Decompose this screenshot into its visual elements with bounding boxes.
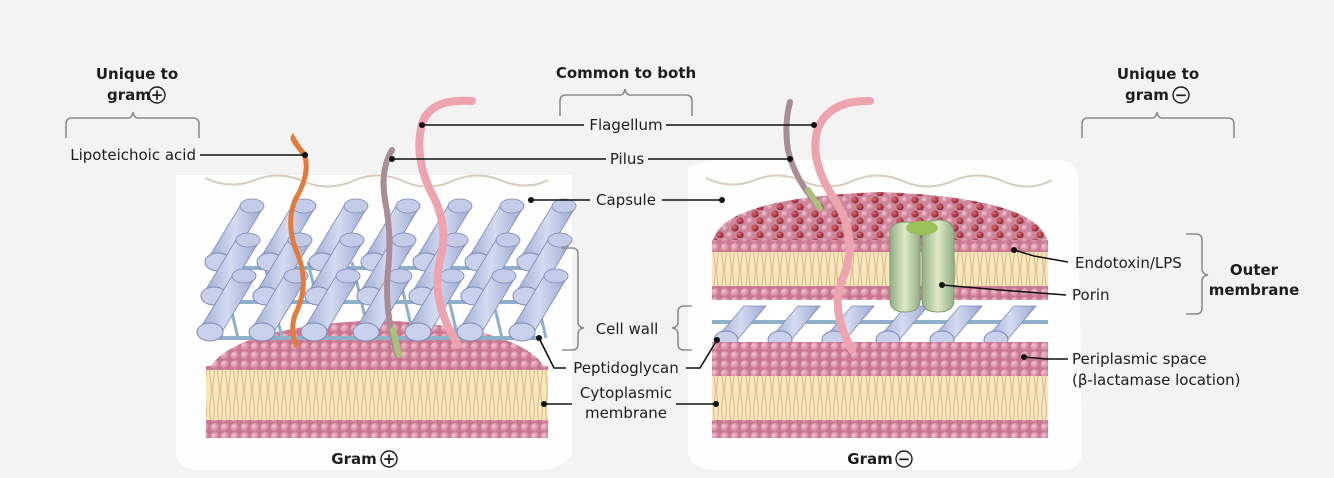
minus-circle-icon	[1172, 86, 1190, 104]
caption-plus-circle-icon	[380, 450, 398, 468]
peptidoglycan-rod	[456, 268, 517, 342]
gram-positive-flagellum	[415, 96, 476, 349]
outer-membrane-bottom-heads	[712, 286, 1048, 300]
outer-membrane-lps-layer	[712, 192, 1048, 245]
lipoteichoic-acid	[288, 132, 309, 348]
caption-plus-symbol: +	[383, 450, 396, 468]
peptidoglycan-rod	[196, 268, 257, 342]
porin	[889, 219, 955, 313]
caption-gram-pos: Gram	[331, 450, 376, 468]
brace-cell-wall-neg	[671, 305, 692, 351]
label-periplasmic-line2: (β-lactamase location)	[1072, 371, 1241, 389]
gram-positive-cell	[176, 96, 577, 470]
caption-minus-symbol: −	[898, 450, 911, 468]
header-unique-pos-line1: Unique to	[96, 65, 178, 83]
brace-cell-wall-pos	[562, 247, 585, 351]
label-cell-wall: Cell wall	[596, 320, 659, 338]
gram-negative-pilus-base	[805, 187, 823, 211]
label-lipoteichoic-acid: Lipoteichoic acid	[70, 146, 196, 164]
brace-outer-membrane	[1186, 233, 1209, 315]
peptidoglycan-rod	[300, 268, 361, 342]
gram-negative-cell	[688, 96, 1082, 470]
gram-positive-lower-heads	[206, 420, 548, 438]
capsule-edge-right	[705, 174, 1053, 188]
capsule-edge-left	[204, 174, 549, 188]
label-endotoxin: Endotoxin/LPS	[1075, 254, 1182, 272]
label-peptidoglycan: Peptidoglycan	[573, 359, 679, 377]
gram-negative-flagellum	[811, 96, 874, 354]
caption-minus-circle-icon	[895, 450, 913, 468]
label-flagellum: Flagellum	[589, 116, 662, 134]
label-outer-line1: Outer	[1230, 261, 1279, 279]
outer-membrane-top-heads	[712, 240, 1048, 252]
caption-gram-neg: Gram	[847, 450, 892, 468]
header-unique-neg-line1: Unique to	[1117, 65, 1199, 83]
label-periplasmic-line1: Periplasmic space	[1072, 350, 1207, 368]
label-pilus: Pilus	[610, 150, 645, 168]
gram-positive-lipid-tails	[206, 370, 548, 422]
peptidoglycan-rod	[352, 268, 413, 342]
peptidoglycan-rod	[464, 198, 525, 272]
gram-negative-cyto-tails	[712, 376, 1048, 422]
label-cytoplasmic-line2: membrane	[585, 404, 667, 422]
label-capsule: Capsule	[596, 191, 656, 209]
gram-negative-cyto-top-heads	[712, 342, 1048, 376]
gram-negative-cyto-bottom-heads	[712, 420, 1048, 438]
peptidoglycan-rod	[248, 268, 309, 342]
peptidoglycan-rod	[256, 198, 317, 272]
outer-membrane-tails	[712, 252, 1048, 286]
leader-lines	[200, 122, 1069, 407]
header-common: Common to both	[556, 64, 696, 82]
peptidoglycan-rod	[404, 268, 465, 342]
brace-unique-pos	[65, 111, 200, 138]
brace-common	[559, 88, 693, 116]
peptidoglycan-rod	[508, 268, 569, 342]
minus-symbol: −	[1175, 86, 1188, 104]
plus-circle-icon	[148, 86, 166, 104]
label-outer-line2: membrane	[1209, 281, 1300, 299]
periplasm	[712, 300, 1048, 330]
brace-unique-neg	[1081, 111, 1235, 138]
header-unique-pos-line2: gram	[107, 86, 151, 104]
label-porin: Porin	[1072, 286, 1110, 304]
gram-positive-pilus	[380, 147, 400, 358]
gram-positive-pilus-base	[390, 327, 402, 358]
header-unique-neg-line2: gram	[1125, 86, 1169, 104]
plus-symbol: +	[151, 86, 164, 104]
label-cytoplasmic-line1: Cytoplasmic	[580, 384, 672, 402]
